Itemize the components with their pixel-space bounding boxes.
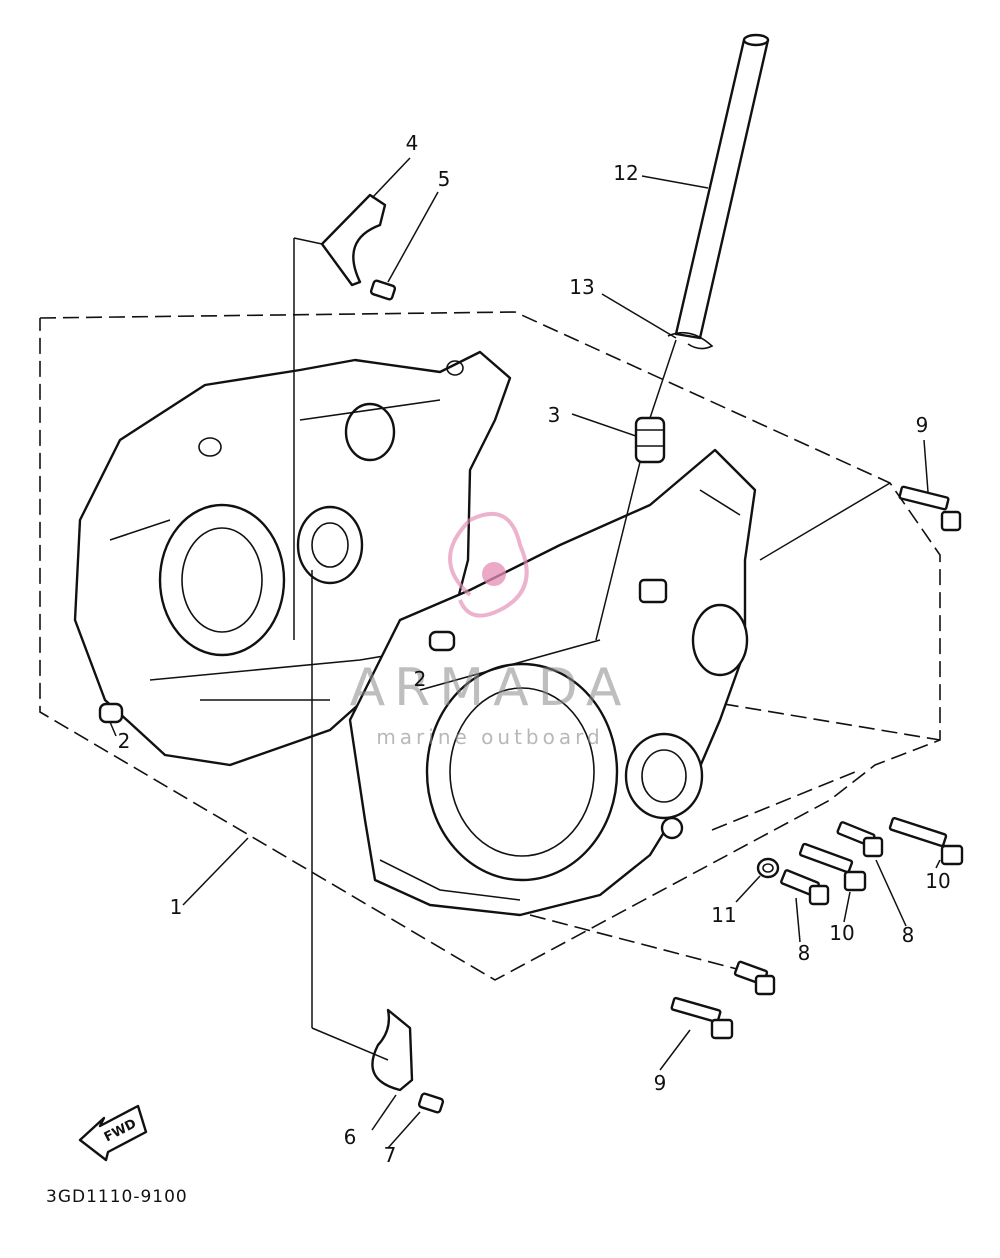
- watermark-brand: ARMADA: [350, 658, 631, 718]
- watermark-logo-swirl: [448, 511, 529, 618]
- callout-7: 7: [384, 1143, 397, 1167]
- bolt-9-lower: [670, 996, 734, 1040]
- diagram-code: 3GD1110-9100: [46, 1187, 188, 1207]
- assembly-dashed-outline: [39, 311, 941, 981]
- screw-lower: [417, 1092, 445, 1114]
- dowel-pin-left: [98, 702, 124, 724]
- callout-9-lower: 9: [654, 1071, 667, 1095]
- dowel-pin-center: [428, 630, 456, 652]
- forward-direction-badge: FWD: [78, 1104, 148, 1162]
- callout-3: 3: [548, 403, 561, 427]
- callout-1: 1: [170, 895, 183, 919]
- callout-13: 13: [569, 275, 594, 299]
- holder-plate-lower: [371, 1008, 414, 1092]
- leader-lines: [109, 157, 941, 1149]
- crankcase-right-half: [348, 448, 757, 917]
- callout-2-center: 2: [414, 667, 427, 691]
- breather-hose: [674, 33, 770, 340]
- watermark-logo-mark: [482, 562, 506, 586]
- o-ring: [756, 857, 780, 879]
- holder-plate-upper: [320, 193, 387, 287]
- screw-upper: [369, 279, 397, 301]
- callout-6: 6: [344, 1125, 357, 1149]
- bolt-9-upper: [898, 485, 962, 532]
- callout-2-left: 2: [118, 729, 131, 753]
- callout-10-right: 10: [925, 869, 950, 893]
- bolt-8-lower: [733, 960, 776, 996]
- hose-clip: [667, 331, 714, 350]
- callout-4: 4: [406, 131, 419, 155]
- callout-10-center: 10: [829, 921, 854, 945]
- bolt-10-right: [888, 816, 964, 866]
- breather-joint: [634, 416, 666, 464]
- bolt-8-upper: [836, 821, 884, 858]
- watermark-tagline: marine outboard: [376, 725, 603, 749]
- callout-8-right: 8: [902, 923, 915, 947]
- bolt-10-center: [798, 842, 867, 892]
- dashed-guide-bolt8: [711, 769, 861, 831]
- forward-arrow-icon: [78, 1104, 148, 1162]
- dashed-guide-lower: [529, 914, 761, 976]
- callout-9-upper: 9: [916, 413, 929, 437]
- bolt-8-center: [780, 869, 830, 906]
- dashed-guide-bolt10: [699, 699, 941, 741]
- callout-8-center: 8: [798, 941, 811, 965]
- callout-5: 5: [438, 167, 451, 191]
- callout-12: 12: [613, 161, 638, 185]
- callout-11: 11: [711, 903, 736, 927]
- watermark: ARMADA marine outboard: [350, 511, 631, 749]
